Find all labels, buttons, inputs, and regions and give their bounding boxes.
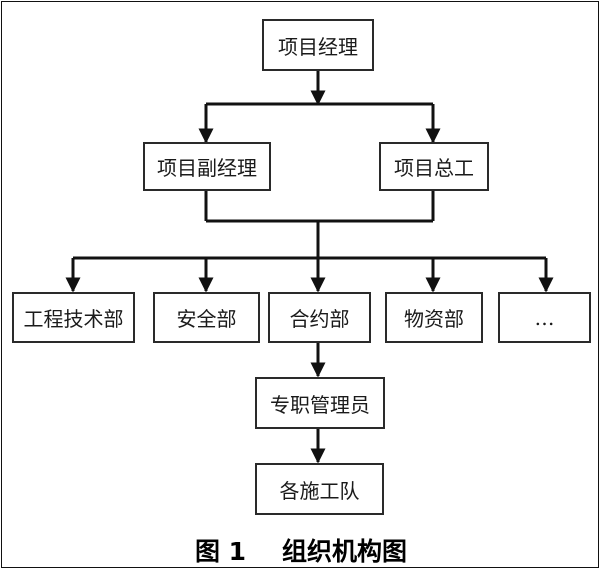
node-materials-dept: 物资部 bbox=[385, 292, 483, 343]
node-work-teams: 各施工队 bbox=[255, 463, 384, 515]
node-dedicated-manager: 专职管理员 bbox=[255, 377, 385, 429]
figure-number: 图 1 bbox=[194, 537, 247, 566]
node-safety-dept: 安全部 bbox=[153, 292, 260, 343]
node-more-depts: … bbox=[498, 292, 591, 343]
node-engineering-dept: 工程技术部 bbox=[12, 292, 135, 343]
node-contract-dept: 合约部 bbox=[268, 292, 371, 343]
node-chief-engineer: 项目总工 bbox=[379, 142, 489, 191]
node-project-manager: 项目经理 bbox=[262, 19, 374, 71]
figure-title: 组织机构图 bbox=[282, 537, 408, 566]
node-deputy-manager: 项目副经理 bbox=[143, 142, 271, 191]
figure-caption: 图 1 组织机构图 bbox=[0, 532, 602, 568]
